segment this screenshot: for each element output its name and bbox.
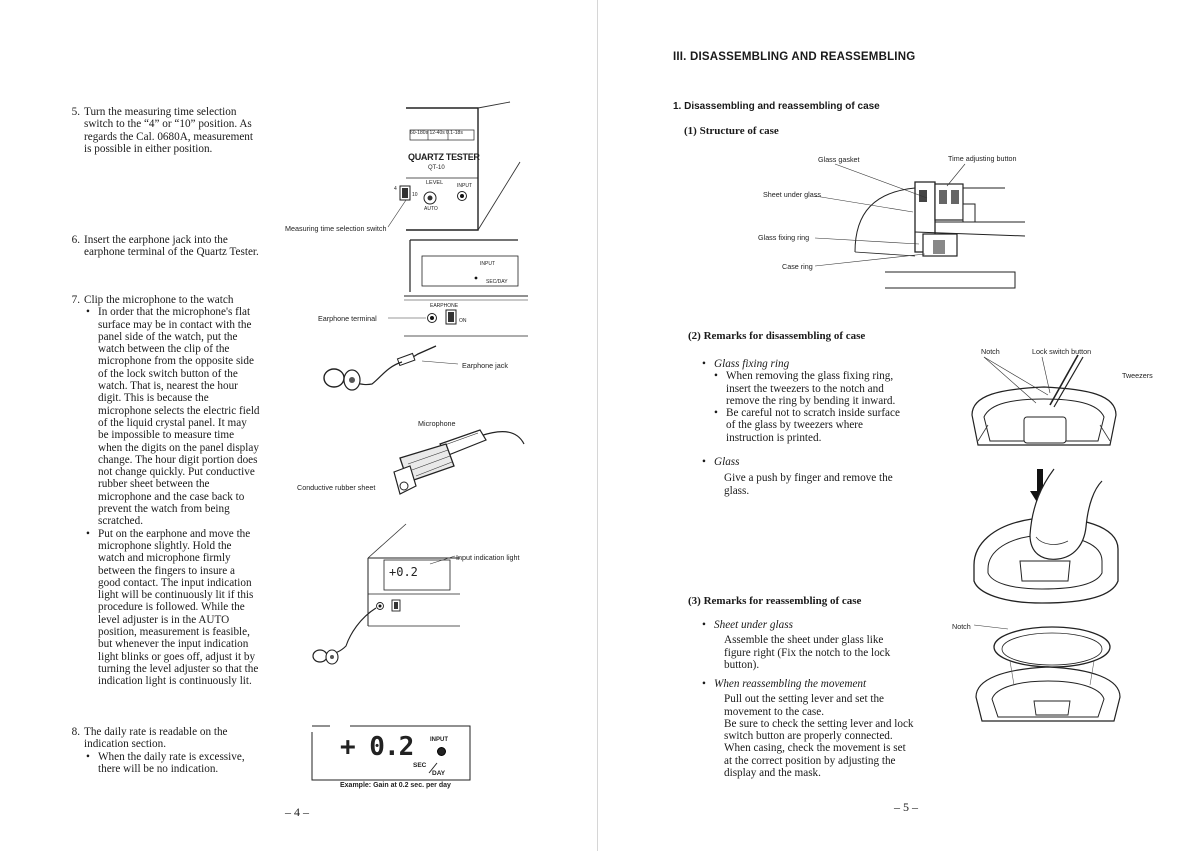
glass-text: Give a push by finger and remove the gla… — [724, 472, 893, 497]
step-text: Clip the microphone to the watch — [84, 294, 234, 306]
display-sec-label: SEC — [413, 762, 427, 769]
microphone-clip-illustration — [393, 429, 525, 495]
case-structure-diagram — [814, 163, 1026, 289]
structure-heading: (1) Structure of case — [684, 125, 779, 137]
input-light-label: Input indication light — [456, 553, 520, 562]
step-7-bullet-2: •Put on the earphone and move the microp… — [86, 527, 259, 688]
sheet-under-glass-title: •Sheet under glass — [702, 619, 793, 631]
tester-model: QT-10 — [428, 165, 445, 171]
measuring-switch-label: Measuring time selection switch — [285, 224, 387, 233]
title-text: Glass — [714, 456, 740, 468]
movement-text-3: When casing, check the movement is set a… — [724, 742, 906, 780]
disassembling-heading: (2) Remarks for disassembling of case — [688, 330, 866, 342]
glass-gasket-label: Glass gasket — [818, 155, 860, 164]
tweezers-label: Tweezers — [1122, 371, 1153, 380]
notch-label-2: Notch — [952, 622, 971, 631]
glass-fixing-ring-bullet-1: •When removing the glass fixing ring, in… — [714, 370, 896, 407]
example-caption: Example: Gain at 0.2 sec. per day — [340, 782, 451, 789]
bullet-text: When the daily rate is excessive, there … — [98, 750, 245, 775]
movement-title: •When reassembling the movement — [702, 678, 867, 690]
input-light-illustration — [312, 523, 460, 665]
panel-on-label: ON — [459, 318, 467, 324]
input-label: INPUT — [457, 183, 472, 189]
rubber-sheet-label: Conductive rubber sheet — [297, 483, 376, 492]
sheet-under-glass-label: Sheet under glass — [763, 190, 821, 199]
level-label: LEVEL — [426, 180, 444, 186]
earphone-terminal-label: Earphone terminal — [318, 314, 377, 323]
panel-earphone-label: EARPHONE — [430, 303, 459, 309]
glass-fixing-ring-section: •Glass fixing ring •When removing the gl… — [700, 358, 910, 444]
auto-label: AUTO — [424, 206, 438, 212]
sheet-assembly-diagram — [973, 624, 1121, 722]
movement-section: •When reassembling the movement Pull out… — [700, 678, 914, 779]
step-8: 8. The daily rate is readable on the ind… — [60, 726, 260, 775]
step-number: 5. — [71, 106, 80, 118]
glass-fixing-ring-label: Glass fixing ring — [758, 233, 810, 242]
step-7: 7. Clip the microphone to the watch •In … — [60, 294, 260, 688]
step-7-bullet-1: •In order that the microphone's flat sur… — [86, 306, 260, 528]
section-title: III. DISASSEMBLING AND REASSEMBLING — [673, 51, 916, 63]
glass-title: •Glass — [702, 456, 740, 468]
step-text: Turn the measuring time selection switch… — [84, 106, 254, 155]
display-day-label: DAY — [432, 770, 446, 777]
display-value: + 0.2 — [340, 732, 414, 762]
step-number: 7. — [71, 294, 80, 306]
glass-fixing-ring-bullet-2: •Be careful not to scratch inside surfac… — [714, 407, 900, 444]
earphone-jack-label: Earphone jack — [462, 361, 508, 370]
glass-section: •Glass Give a push by finger and remove … — [700, 456, 910, 497]
panel-secday-label: SEC/DAY — [486, 279, 508, 285]
title-text: Sheet under glass — [714, 619, 793, 631]
page-fold-divider — [597, 0, 598, 851]
page-number: – 4 – — [285, 805, 309, 819]
right-page: III. DISASSEMBLING AND REASSEMBLING 1. D… — [600, 0, 1200, 851]
tester-name: QUARTZ TESTER — [408, 152, 480, 162]
glass-push-diagram — [973, 468, 1119, 604]
bullet-text: When removing the glass fixing ring, ins… — [726, 370, 896, 407]
earphone-panel-illustration — [323, 239, 528, 391]
step-number: 8. — [71, 726, 80, 738]
page-number: – 5 – — [894, 800, 918, 814]
reassembling-heading: (3) Remarks for reassembling of case — [688, 595, 862, 607]
small-display-value: +0.2 — [389, 565, 418, 579]
lock-button-label: Lock switch button — [1032, 347, 1092, 356]
left-page: 5. Turn the measuring time selection swi… — [0, 0, 598, 851]
step-5: 5. Turn the measuring time selection swi… — [60, 106, 260, 155]
step-number: 6. — [71, 234, 80, 246]
switch-10-label: 10 — [412, 192, 418, 198]
movement-text-2: Be sure to check the setting lever and l… — [724, 717, 914, 743]
step-6: 6. Insert the earphone jack into the ear… — [60, 234, 260, 259]
step-text: Insert the earphone jack into the earpho… — [84, 234, 259, 259]
time-button-label: Time adjusting button — [948, 154, 1017, 163]
panel-input-label: INPUT — [480, 261, 495, 267]
input-indicator-light — [437, 747, 446, 756]
step-8-bullet-1: •When the daily rate is excessive, there… — [86, 750, 245, 775]
bullet-text: Be careful not to scratch inside surface… — [726, 407, 900, 444]
display-input-label: INPUT — [430, 737, 448, 743]
quartz-tester-illustration — [387, 101, 521, 231]
ring-removal-diagram — [971, 354, 1117, 446]
switch-4-label: 4 — [394, 186, 397, 192]
glass-fixing-ring-title: •Glass fixing ring — [702, 358, 790, 370]
microphone-label: Microphone — [418, 419, 456, 428]
case-ring-label: Case ring — [782, 262, 813, 271]
movement-text-1: Pull out the setting lever and set the m… — [724, 693, 885, 718]
title-text: Glass fixing ring — [714, 358, 790, 370]
bullet-text: Put on the earphone and move the microph… — [98, 527, 259, 688]
tester-range-label: 60-180s 12-40s 0.1-18s — [410, 130, 463, 136]
subsection-title: 1. Disassembling and reassembling of cas… — [673, 101, 880, 112]
example-display-frame — [311, 725, 471, 781]
bullet-text: In order that the microphone's flat surf… — [98, 306, 260, 528]
sheet-under-glass-text: Assemble the sheet under glass like figu… — [724, 634, 891, 671]
notch-label: Notch — [981, 347, 1000, 356]
slash-divider-icon — [428, 762, 438, 774]
sheet-under-glass-section: •Sheet under glass Assemble the sheet un… — [700, 619, 910, 671]
title-text: When reassembling the movement — [714, 678, 867, 690]
step-text: The daily rate is readable on the indica… — [84, 726, 228, 751]
